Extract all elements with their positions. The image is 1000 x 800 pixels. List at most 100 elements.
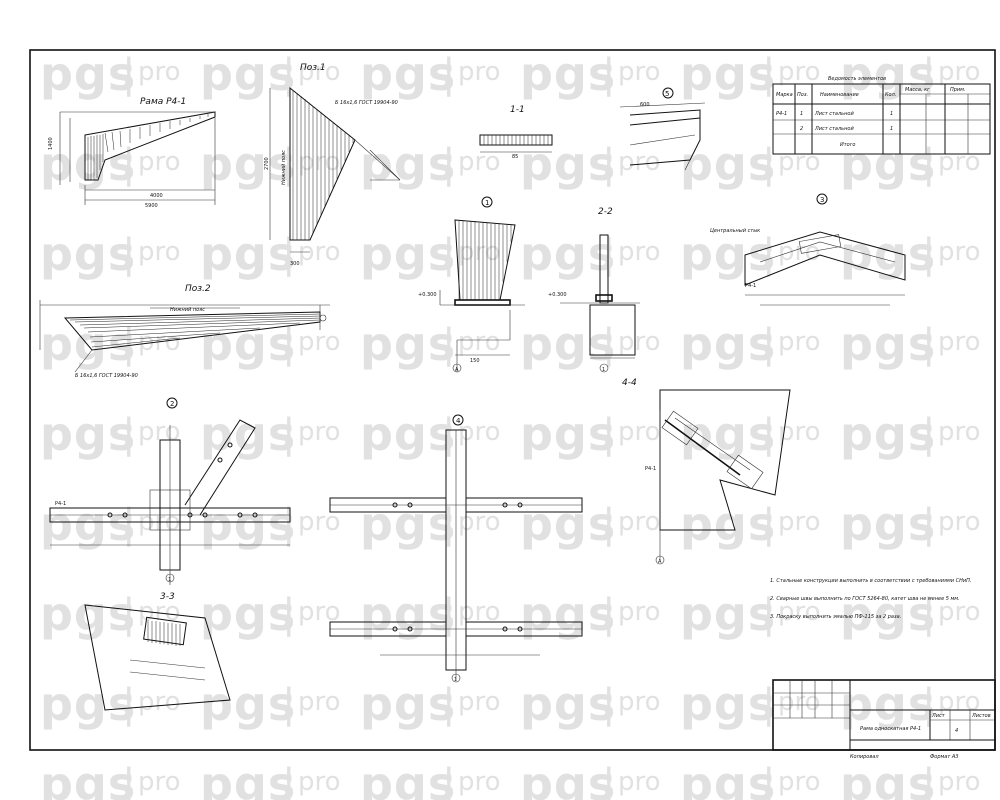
watermark: pgs|pro (520, 587, 661, 641)
watermark: pgs|pro (680, 407, 821, 461)
note-1: 1. Стальные конструкции выполнить в соот… (770, 578, 971, 584)
watermark: pgs|pro (40, 677, 181, 731)
watermark-brand: pgs (520, 407, 616, 461)
watermark-suffix: pro (298, 767, 341, 797)
node-2-axis: 1 (168, 577, 171, 583)
watermark-separator: | (442, 761, 455, 800)
watermark-suffix: pro (938, 687, 981, 717)
node-1-hatching (458, 221, 512, 300)
watermark-brand: pgs (200, 47, 296, 101)
watermark: pgs|pro (680, 497, 821, 551)
watermark: pgs|pro (200, 757, 341, 800)
svg-text:600: 600 (640, 102, 650, 108)
node-4-axis: 1 (454, 677, 457, 683)
watermark-brand: pgs (840, 47, 936, 101)
watermark-brand: pgs (680, 407, 776, 461)
watermark-separator: | (282, 761, 295, 800)
watermark-separator: | (602, 411, 615, 457)
watermark-suffix: pro (618, 327, 661, 357)
watermark: pgs|pro (520, 47, 661, 101)
watermark-brand: pgs (680, 677, 776, 731)
watermark-separator: | (442, 501, 455, 547)
watermark-suffix: pro (618, 767, 661, 797)
watermark-brand: pgs (520, 317, 616, 371)
watermark-brand: pgs (200, 497, 296, 551)
svg-text:Б 16х1,6 ГОСТ 19904-90: Б 16х1,6 ГОСТ 19904-90 (335, 100, 398, 106)
watermark: pgs|pro (520, 677, 661, 731)
pos2-title: Поз.2 (185, 284, 211, 294)
watermark-suffix: pro (138, 147, 181, 177)
watermark-separator: | (762, 501, 775, 547)
node-3-beam: Р4-1 (745, 283, 756, 289)
watermark-separator: | (762, 761, 775, 800)
watermark-separator: | (922, 141, 935, 187)
watermark-separator: | (122, 501, 135, 547)
watermark-separator: | (602, 591, 615, 637)
watermark-separator: | (922, 681, 935, 727)
watermark-suffix: pro (618, 597, 661, 627)
pos2-hatching (69, 313, 321, 348)
section-3-3-view: 3-3 (84, 592, 231, 711)
watermark: pgs|pro (840, 407, 981, 461)
watermark: pgs|pro (840, 317, 981, 371)
watermark-separator: | (602, 51, 615, 97)
watermark-suffix: pro (458, 687, 501, 717)
node-2-beam: Р4-1 (55, 501, 66, 507)
watermark-separator: | (282, 141, 295, 187)
watermark-separator: | (122, 51, 135, 97)
watermark-separator: | (282, 591, 295, 637)
section-4-4-title: 4-4 (622, 378, 637, 388)
node-4-view: 4 1 (329, 414, 583, 683)
watermark: pgs|pro (360, 677, 501, 731)
node-2-view: 2 1 Р4-1 (49, 397, 291, 585)
watermark-suffix: pro (298, 417, 341, 447)
node-1-label: 1 (485, 199, 489, 207)
watermark-brand: pgs (840, 497, 936, 551)
watermark-suffix: pro (938, 237, 981, 267)
watermark-brand: pgs (520, 137, 616, 191)
watermark-separator: | (922, 501, 935, 547)
watermark-separator: | (762, 51, 775, 97)
watermark-brand: pgs (520, 677, 616, 731)
watermark: pgs|pro (40, 757, 181, 800)
watermark-brand: pgs (840, 317, 936, 371)
watermark-separator: | (922, 321, 935, 367)
watermark: pgs|pro (200, 47, 341, 101)
watermark-brand: pgs (840, 757, 936, 800)
watermark-suffix: pro (458, 57, 501, 87)
watermark: pgs|pro (360, 587, 501, 641)
watermark-suffix: pro (618, 417, 661, 447)
watermark: pgs|pro (520, 497, 661, 551)
node-3-view: 3 Р4-1 Центральный стык (710, 193, 906, 306)
specification-table: Ведомость элементов Марка Поз. Наименова… (772, 76, 991, 155)
pos2-part-view: Поз.2 Нижний пояс Б 16х1,6 ГОСТ 19904-90 (39, 284, 330, 379)
watermark-separator: | (922, 231, 935, 277)
svg-text:150: 150 (470, 358, 480, 364)
watermark: pgs|pro (200, 407, 341, 461)
sheet-frame (29, 49, 996, 751)
watermark: pgs|pro (840, 47, 981, 101)
watermark: pgs|pro (680, 317, 821, 371)
watermark-suffix: pro (458, 237, 501, 267)
watermark-suffix: pro (298, 57, 341, 87)
pos1-note: Нижний пояс (281, 150, 287, 185)
frame-hatching (87, 114, 209, 180)
stamp-sheets-label: Листов (971, 713, 991, 719)
watermark-brand: pgs (40, 587, 136, 641)
watermark: pgs|pro (360, 137, 501, 191)
note-3: 3. Покраску выполнить эмалью ПФ-115 за 2… (770, 614, 901, 620)
watermark: pgs|pro (360, 317, 501, 371)
watermark: pgs|pro (40, 47, 181, 101)
watermark-separator: | (282, 321, 295, 367)
pos2-steel: Б 16х1,6 ГОСТ 19904-90 (75, 373, 138, 379)
watermark-brand: pgs (680, 757, 776, 800)
node-4-marker (452, 414, 464, 426)
section-3-3-hatching (147, 620, 181, 646)
watermark-separator: | (762, 231, 775, 277)
watermark-separator: | (122, 761, 135, 800)
watermark-separator: | (122, 321, 135, 367)
watermark: pgs|pro (200, 677, 341, 731)
stamp-caption: Рама односкатная Р4-1 (860, 726, 921, 732)
watermark-brand: pgs (40, 407, 136, 461)
